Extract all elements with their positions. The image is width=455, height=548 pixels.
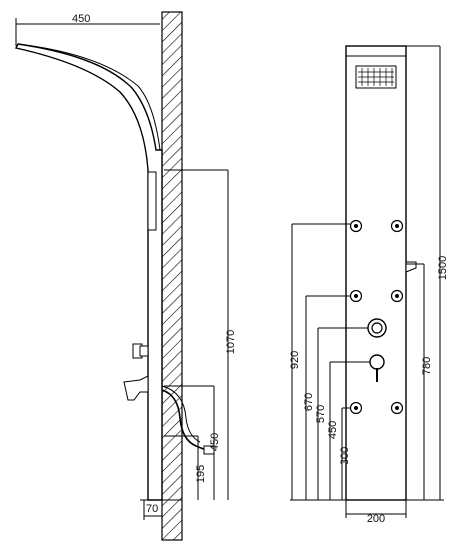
body-jet-center xyxy=(354,224,358,228)
dim-label-450-hose: 450 xyxy=(209,433,221,451)
dim-label-1070: 1070 xyxy=(225,330,237,354)
front-panel xyxy=(345,45,407,501)
body-jet-center xyxy=(354,406,358,410)
thermostat-dial-inner xyxy=(371,322,383,334)
side-view: 450 1070 450 195 70 xyxy=(14,11,237,541)
body-jet-center xyxy=(395,294,399,298)
dim-label-780: 780 xyxy=(421,357,433,375)
wall-hatched xyxy=(161,11,183,541)
dim-label-570: 570 xyxy=(315,405,327,423)
body-jet-center xyxy=(395,406,399,410)
dim-label-670: 670 xyxy=(303,393,315,411)
dim-label-200: 200 xyxy=(367,513,385,525)
body-jet-center xyxy=(395,224,399,228)
body-jet-center xyxy=(354,294,358,298)
dim-label-195: 195 xyxy=(195,465,207,483)
diverter-dial xyxy=(369,354,385,370)
hose xyxy=(161,389,207,451)
panel-profile xyxy=(14,43,163,501)
panel-top-edge xyxy=(17,43,161,151)
dim-label-70: 70 xyxy=(146,503,158,515)
dim-label-1500: 1500 xyxy=(437,256,449,280)
rain-head-grid xyxy=(355,65,397,89)
hand-shower-slot xyxy=(147,171,157,231)
front-view: 920 670 570 450 300 780 1500 200 xyxy=(289,45,449,525)
dim-label-450-front: 450 xyxy=(327,421,339,439)
dim-label-300: 300 xyxy=(339,447,351,465)
hose-edge xyxy=(161,385,201,443)
dim-label-920: 920 xyxy=(289,351,301,369)
diverter-lever xyxy=(123,375,149,401)
thermostat-knob-base xyxy=(139,345,149,357)
dim-label-450-top: 450 xyxy=(72,13,90,25)
